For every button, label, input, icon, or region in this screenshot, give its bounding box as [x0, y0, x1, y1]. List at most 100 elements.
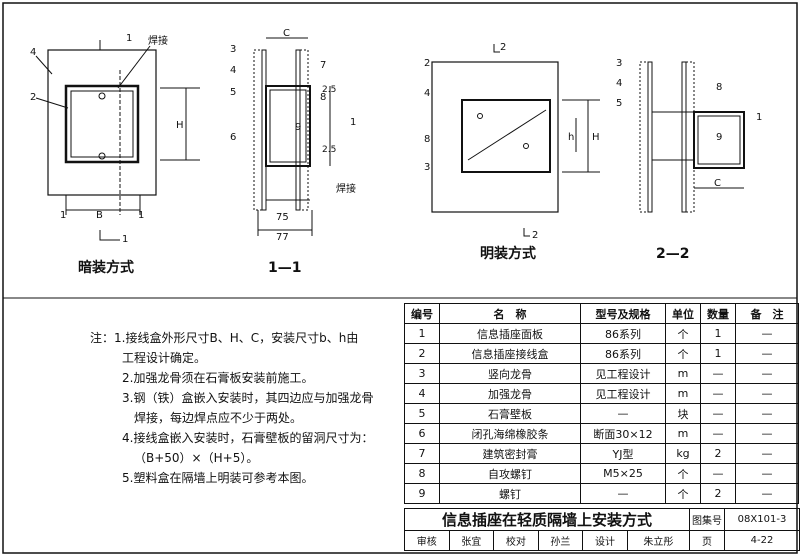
label: 4: [230, 65, 236, 76]
table-cell: 2: [700, 483, 736, 504]
label: 1: [756, 112, 762, 123]
label: 4: [30, 47, 36, 58]
label: h: [568, 132, 574, 143]
table-header: 单位: [665, 303, 701, 324]
table-cell: 见工程设计: [580, 363, 666, 384]
label: 4: [424, 88, 430, 99]
atlas-label: 图集号: [689, 508, 725, 531]
table-header: 数量: [700, 303, 736, 324]
note-line: （B+50）×（H+5）。: [134, 451, 259, 465]
table-cell: —: [735, 483, 799, 504]
label: 2.5: [322, 145, 336, 155]
note-line: 5.塑料盒在隔墙上明装可参考本图。: [122, 471, 314, 485]
view-concealed-labels: 4 2 1 1 B H 1 1 焊接: [30, 33, 184, 245]
table-cell: 1: [404, 323, 440, 344]
table-cell: 1: [700, 323, 736, 344]
label: 2: [30, 92, 36, 103]
label: 1: [60, 210, 66, 221]
table-cell: 螺钉: [439, 483, 581, 504]
check-label: 校对: [493, 530, 539, 551]
table-cell: m: [665, 383, 701, 404]
label: 5: [616, 98, 622, 109]
table-cell: m: [665, 423, 701, 444]
design-label: 设计: [582, 530, 628, 551]
designer: 朱立彤: [626, 530, 691, 551]
label: 1: [138, 210, 144, 221]
table-cell: 3: [404, 363, 440, 384]
label: 焊接: [148, 34, 168, 47]
label: C: [283, 28, 290, 39]
table-cell: 自攻螺钉: [439, 463, 581, 484]
table-cell: 8: [404, 463, 440, 484]
table-header-row: 编号 名 称 型号及规格 单位 数量 备 注: [404, 303, 799, 324]
table-cell: m: [665, 363, 701, 384]
label: 8: [716, 82, 722, 93]
table-cell: —: [735, 343, 799, 364]
table-cell: 4: [404, 383, 440, 404]
label: 8: [320, 92, 326, 103]
label: 9: [295, 122, 301, 133]
label: 焊接: [336, 182, 356, 195]
label: 6: [230, 132, 236, 143]
label: 1: [122, 234, 128, 245]
view-surface: [431, 44, 600, 237]
table-cell: 断面30×12: [580, 423, 666, 444]
caption-concealed: 暗装方式: [78, 259, 134, 276]
label: 3: [424, 162, 430, 173]
notes: 注：1.接线盒外形尺寸B、H、C，安装尺寸b、h由 工程设计确定。 2.加强龙骨…: [90, 330, 390, 490]
title-block: 信息插座在轻质隔墙上安装方式 图集号 08X101-3 审核 张宜 校对 孙兰 …: [404, 508, 800, 551]
caption-section-1-1: 1—1: [268, 260, 301, 276]
table-cell: 个: [665, 463, 701, 484]
table-cell: —: [735, 383, 799, 404]
table-cell: 闭孔海绵橡胶条: [439, 423, 581, 444]
label: 3: [616, 58, 622, 69]
note-line: 4.接线盒嵌入安装时，石膏壁板的留洞尺寸为：: [122, 431, 374, 445]
label: B: [96, 210, 103, 221]
page-label: 页: [689, 530, 725, 551]
table-cell: —: [735, 443, 799, 464]
table-cell: 1: [700, 343, 736, 364]
caption-section-2-2: 2—2: [656, 246, 689, 262]
table-cell: 石膏壁板: [439, 403, 581, 424]
table-cell: 加强龙骨: [439, 383, 581, 404]
table-cell: 6: [404, 423, 440, 444]
table-header: 备 注: [735, 303, 799, 324]
checker: 孙兰: [537, 530, 584, 551]
table-cell: —: [735, 423, 799, 444]
label: H: [592, 132, 600, 143]
label: H: [176, 120, 184, 131]
view-surface-labels: 2 4 8 3 2 2 h H: [424, 42, 600, 241]
atlas-number: 08X101-3: [724, 508, 800, 531]
label: 3: [230, 44, 236, 55]
table-cell: 见工程设计: [580, 383, 666, 404]
view-concealed: [35, 40, 200, 241]
table-cell: 竖向龙骨: [439, 363, 581, 384]
view-section-2-2: [639, 61, 745, 213]
view-section-2-2-labels: 3 4 5 8 9 1 C: [616, 58, 762, 189]
table-cell: 信息插座接线盒: [439, 343, 581, 364]
table-cell: 2: [700, 443, 736, 464]
table-cell: —: [700, 423, 736, 444]
table-cell: 个: [665, 323, 701, 344]
view-section-1-1: [253, 37, 331, 236]
table-cell: 5: [404, 403, 440, 424]
label: 2: [424, 58, 430, 69]
label: 1: [350, 117, 356, 128]
table-cell: —: [700, 463, 736, 484]
label: 75: [276, 212, 289, 223]
table-cell: 86系列: [580, 343, 666, 364]
table-header: 名 称: [439, 303, 581, 324]
note-line: 焊接，每边焊点应不少于两处。: [134, 411, 303, 425]
table-cell: 个: [665, 343, 701, 364]
label: 2: [500, 42, 506, 53]
